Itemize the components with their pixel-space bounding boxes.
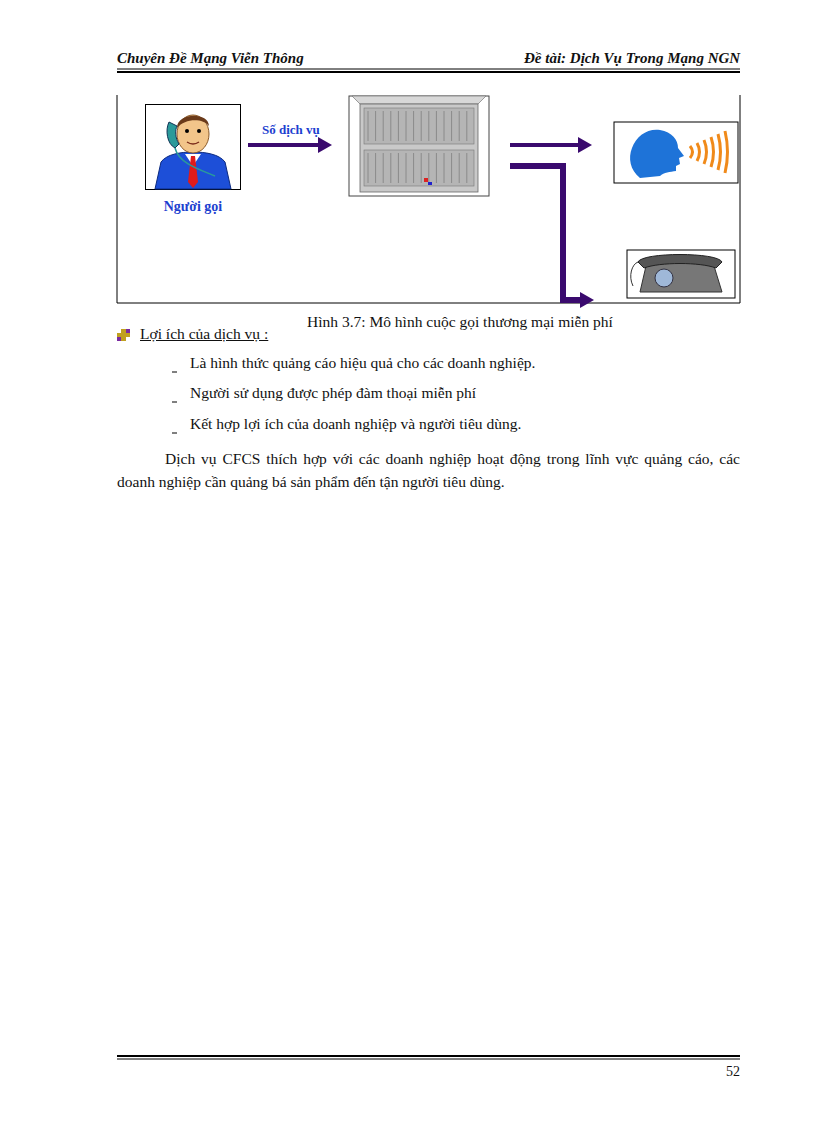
caller-node: Người gọi (140, 104, 246, 215)
footer-rule (117, 1059, 740, 1060)
caller-picture (145, 104, 241, 190)
arrowhead (578, 137, 592, 153)
arrow (248, 143, 320, 147)
telephone (627, 250, 735, 298)
section-heading: Lợi ích của dịch vụ : (140, 324, 268, 343)
arrow (510, 143, 580, 147)
list-item: Người sử dụng được phép đàm thoại miễn p… (190, 383, 476, 402)
list-dash (172, 372, 177, 373)
figure-caption: Hình 3.7: Mô hình cuộc gọi thương mại mi… (307, 312, 613, 331)
footer-rule (117, 1055, 740, 1057)
list-item: Kết hợp lợi ích của doanh nghiệp và ngườ… (190, 414, 521, 433)
header-left: Chuyên Đề Mạng Viễn Thông (117, 49, 304, 68)
page-number: 52 (726, 1063, 740, 1081)
caller-label: Người gọi (140, 199, 246, 215)
figure-frame (117, 95, 740, 303)
arrowhead (318, 137, 332, 153)
list-dash (172, 402, 177, 403)
header-rule (117, 71, 740, 73)
paragraph: Dịch vụ CFCS thích hợp với các doanh ngh… (117, 447, 740, 494)
switch-cabinet (349, 96, 489, 196)
list-dash (172, 433, 177, 434)
arrow (510, 166, 582, 300)
bullet-icon (117, 329, 130, 341)
header-right: Đề tài: Dịch Vụ Trong Mạng NGN (524, 49, 740, 68)
header-rule (117, 69, 740, 70)
arrowhead (580, 292, 594, 308)
list-item: Là hình thức quảng cáo hiệu quả cho các … (190, 353, 535, 372)
speaking-head (614, 122, 738, 183)
arrow-label: Số dịch vụ (262, 122, 320, 138)
